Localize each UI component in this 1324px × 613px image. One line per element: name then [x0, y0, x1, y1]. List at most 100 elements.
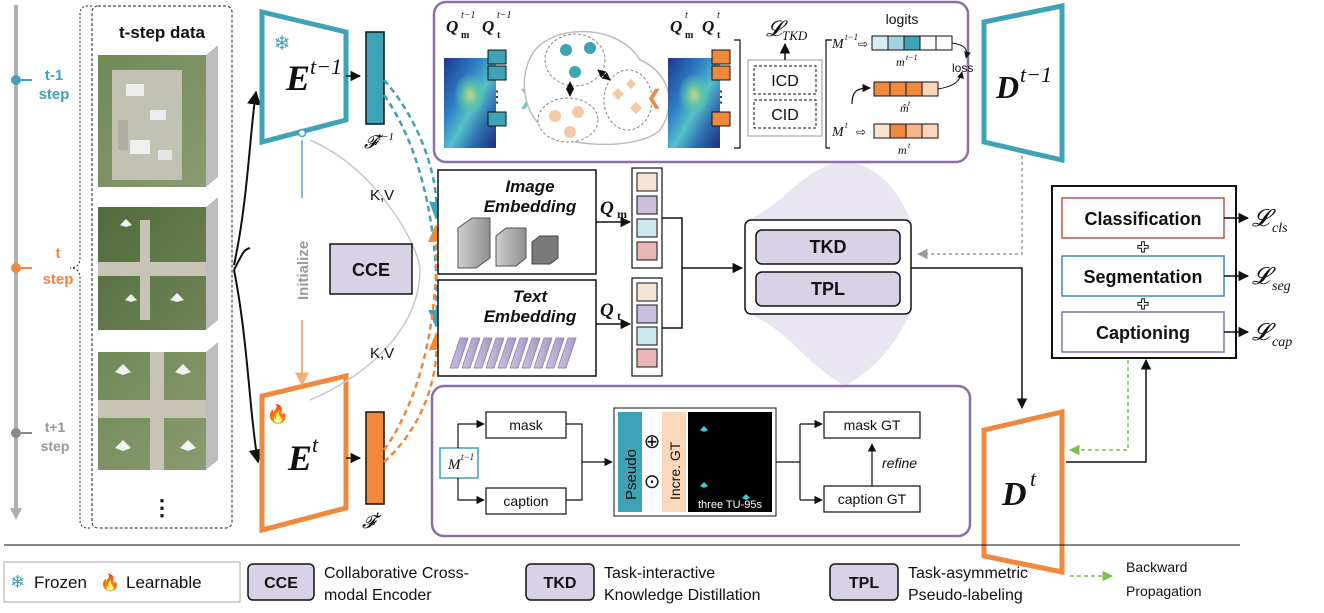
bar-hat-sup: t [908, 99, 911, 108]
q-prev-m-sub: m [461, 30, 470, 41]
q-prev-t-sub: t [497, 30, 501, 41]
tpl-m-sup: t−1 [461, 452, 474, 462]
token-stack [449, 337, 577, 369]
logit-bar-hat [873, 81, 939, 97]
q-prev-m: Q [446, 17, 458, 36]
cce-box [329, 243, 413, 295]
q-curr-m-sup: t [685, 10, 688, 21]
bar-hat-label: m̂ [900, 101, 909, 115]
decoder-curr-trapezoid [981, 408, 1065, 576]
legend-tpl-desc1: Task-asymmetric [908, 565, 1028, 582]
encoder-curr: 🔥 E t [259, 372, 349, 534]
legend-tkd-desc1: Task-interactive [604, 565, 715, 582]
bar-curr-sup: t [908, 141, 911, 150]
loss-seg-sub: seg [1272, 279, 1291, 294]
arrow-to-decoder-curr [911, 267, 1028, 410]
timeline-next-label: t+1 [45, 419, 66, 435]
data-panel-ellipsis: ⋮ [151, 495, 173, 520]
plane-mask-2 [700, 482, 708, 488]
tpl-mask-label: mask [509, 417, 543, 433]
arrow-hat-to-loss [937, 71, 964, 90]
decoder-prev: D t−1 [981, 2, 1065, 164]
data-panel-title: t-step data [119, 23, 206, 42]
flame-icon: 🔥 [267, 403, 289, 424]
q-prev-m-sup: t−1 [461, 10, 476, 21]
q-curr-t-sup: t [717, 10, 720, 21]
q-prev-t: Q [482, 17, 494, 36]
tkd-box [755, 229, 901, 265]
legend-tkd-label: TKD [544, 575, 577, 592]
timeline-prev-label2: step [39, 86, 70, 103]
image-embedding: Image Embedding [437, 169, 597, 275]
decoder-prev-sup: t−1 [1020, 62, 1052, 87]
legend-backward2: Propagation [1126, 583, 1202, 599]
cluster-dot-teal-1 [560, 44, 572, 56]
arrow-decoder-to-heads [1066, 358, 1152, 463]
cluster-dot-teal-2 [584, 42, 596, 54]
arrow-to-hat [851, 83, 871, 105]
kv-teal-text [382, 94, 446, 328]
cluster-arrow-2 [597, 69, 611, 81]
tkd-label: TKD [810, 237, 847, 257]
tpl-box [755, 271, 901, 307]
tpl-detail-panel: M t−1 mask caption Pseudo ⊕ ⊙ Incre. GT … [430, 384, 972, 538]
q-curr-t: Q [702, 17, 714, 36]
legend: ❄ Frozen 🔥 Learnable CCE Collaborative C… [3, 559, 1202, 604]
decoder-curr-sup: t [1030, 466, 1037, 491]
satellite-image-1 [98, 45, 218, 187]
cluster-teal [544, 33, 606, 87]
q-prev-t-sup: t−1 [497, 10, 512, 21]
segmentation-box [1061, 255, 1225, 297]
qm-sub: m [617, 207, 627, 221]
legend-cce-box [247, 563, 315, 601]
q-curr-t-sub: t [717, 30, 721, 41]
query-stack-prev: ⋮ [487, 49, 507, 127]
encoder-curr-trapezoid [259, 372, 349, 534]
timeline-dot-curr [11, 263, 21, 273]
encoder-prev-sup: t−1 [310, 54, 342, 79]
kv-orange-image [382, 224, 446, 451]
bar-curr-label: m [898, 143, 907, 157]
legend-tpl-label: TPL [849, 575, 879, 592]
conv-block-1 [457, 217, 491, 269]
cone-bottom [745, 312, 912, 386]
legend-tpl-desc2: Pseudo-labeling [908, 587, 1023, 604]
timeline-next-label2: step [41, 438, 70, 454]
query-stack-curr: ⋮ [711, 49, 731, 127]
classification-label: Classification [1084, 209, 1201, 229]
feature-curr-bar [365, 411, 385, 505]
tkd-bracket-left [734, 39, 741, 149]
qt-sub: t [617, 309, 621, 323]
logit-bar-prev [871, 35, 953, 51]
timeline-dot-prev [11, 75, 21, 85]
initialize-label: Initialize [295, 241, 312, 300]
kv-orange-text [383, 332, 447, 463]
arrow-data-to-prev-encoder [233, 90, 261, 266]
encoder-prev-port [297, 128, 307, 138]
incre-gt-bar [662, 412, 686, 512]
text-embedding-line1: Text [513, 287, 549, 306]
m-prev-label: M [831, 37, 845, 52]
kv-label-top: K,V [370, 187, 394, 204]
m-curr-label: M [831, 125, 845, 140]
encoder-curr-name: E [287, 438, 312, 478]
qt-label: Q [600, 300, 614, 321]
tpl-mask-box [485, 411, 567, 439]
mask-gt-label: mask GT [844, 417, 901, 433]
feature-prev-bar [365, 31, 385, 125]
encoder-curr-sup: t [312, 432, 319, 457]
timeline-dot-next [11, 428, 21, 438]
legend-tkd-desc2: Knowledge Distillation [604, 587, 761, 604]
cluster-dot-orange-1 [549, 110, 561, 122]
qm-label: Q [600, 198, 614, 219]
kv-label-bottom: K,V [370, 345, 394, 362]
pseudo-bar [618, 412, 642, 512]
plane-mask-1 [700, 426, 708, 432]
bar-prev-sup: t−1 [906, 53, 918, 62]
legend-backward1: Backward [1126, 559, 1187, 575]
snowflake-icon: ❄ [274, 33, 291, 55]
logit-bar-curr [873, 123, 939, 139]
refine-label: refine [882, 455, 917, 471]
icd-label: ICD [771, 73, 799, 90]
